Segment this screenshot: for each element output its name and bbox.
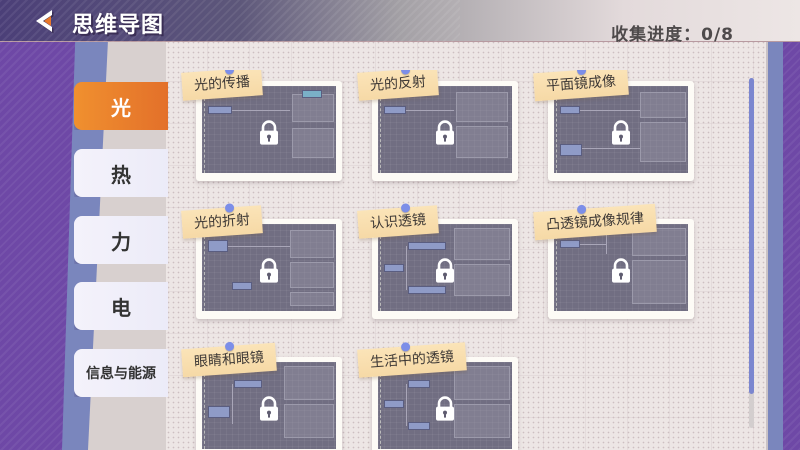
lock-icon [436, 395, 454, 421]
pin-icon [400, 70, 411, 75]
lock-icon [260, 257, 278, 283]
mindmap-thumbnail [202, 224, 336, 311]
pin-icon [576, 204, 587, 215]
mindmap-thumbnail [554, 86, 688, 173]
mindmap-card-light-refraction[interactable]: 光的折射 [180, 203, 344, 322]
progress-value: 0/8 [701, 25, 734, 45]
pin-icon [224, 203, 235, 213]
tab-heat[interactable]: 热 [74, 149, 168, 197]
tab-label: 信息与能源 [86, 366, 156, 382]
lock-icon [436, 119, 454, 145]
mindmap-card-lenses[interactable]: 认识透镜 [356, 203, 520, 322]
mindmap-card-convex-lens-imaging[interactable]: 凸透镜成像规律 [532, 203, 696, 322]
pin-icon [224, 341, 235, 352]
lock-icon [260, 395, 278, 421]
mindmap-card-lenses-in-life[interactable]: 生活中的透镜 [356, 342, 520, 450]
scrollbar-thumb[interactable] [749, 78, 754, 394]
vertical-scrollbar[interactable] [749, 78, 754, 428]
lock-icon [436, 257, 454, 283]
card-title-tag: 光的折射 [181, 203, 263, 239]
mindmap-thumbnail [378, 362, 512, 449]
tab-label: 热 [111, 162, 131, 187]
lock-icon [612, 119, 630, 145]
tab-label: 力 [111, 229, 131, 254]
tab-information-energy[interactable]: 信息与能源 [74, 349, 168, 397]
mindmap-card-plane-mirror[interactable]: 平面镜成像 [532, 70, 696, 184]
mindmap-card-light-reflection[interactable]: 光的反射 [356, 70, 520, 184]
tab-light[interactable]: 光 [74, 82, 168, 130]
tab-label: 电 [111, 295, 131, 320]
tab-electricity[interactable]: 电 [74, 282, 168, 330]
mindmap-thumbnail [378, 224, 512, 311]
right-decorative-band [765, 0, 783, 450]
lock-icon [260, 119, 278, 145]
mindmap-thumbnail [554, 224, 688, 311]
mindmap-thumbnail [202, 86, 336, 173]
card-title-tag: 认识透镜 [357, 203, 439, 239]
back-arrow-icon [36, 10, 54, 34]
tab-label: 光 [111, 95, 131, 120]
mindmap-card-light-propagation[interactable]: 光的传播 [180, 70, 344, 184]
lock-icon [612, 257, 630, 283]
mindmap-thumbnail [378, 86, 512, 173]
pin-icon [224, 70, 235, 75]
progress-label: 收集进度： [611, 25, 702, 45]
back-button[interactable] [34, 8, 60, 34]
pin-icon [400, 203, 411, 213]
tab-force[interactable]: 力 [74, 216, 168, 264]
page-title: 思维导图 [72, 13, 165, 38]
mindmap-thumbnail [202, 362, 336, 449]
collection-progress: 收集进度：0/8 [611, 20, 734, 45]
pin-icon [400, 342, 411, 352]
header-bar: 思维导图 收集进度：0/8 [0, 0, 800, 45]
pin-icon [576, 70, 587, 76]
mindmap-card-grid: 光的传播 光的反射 平面镜成像 [180, 70, 740, 450]
mindmap-card-eyes-glasses[interactable]: 眼睛和眼镜 [180, 341, 344, 450]
